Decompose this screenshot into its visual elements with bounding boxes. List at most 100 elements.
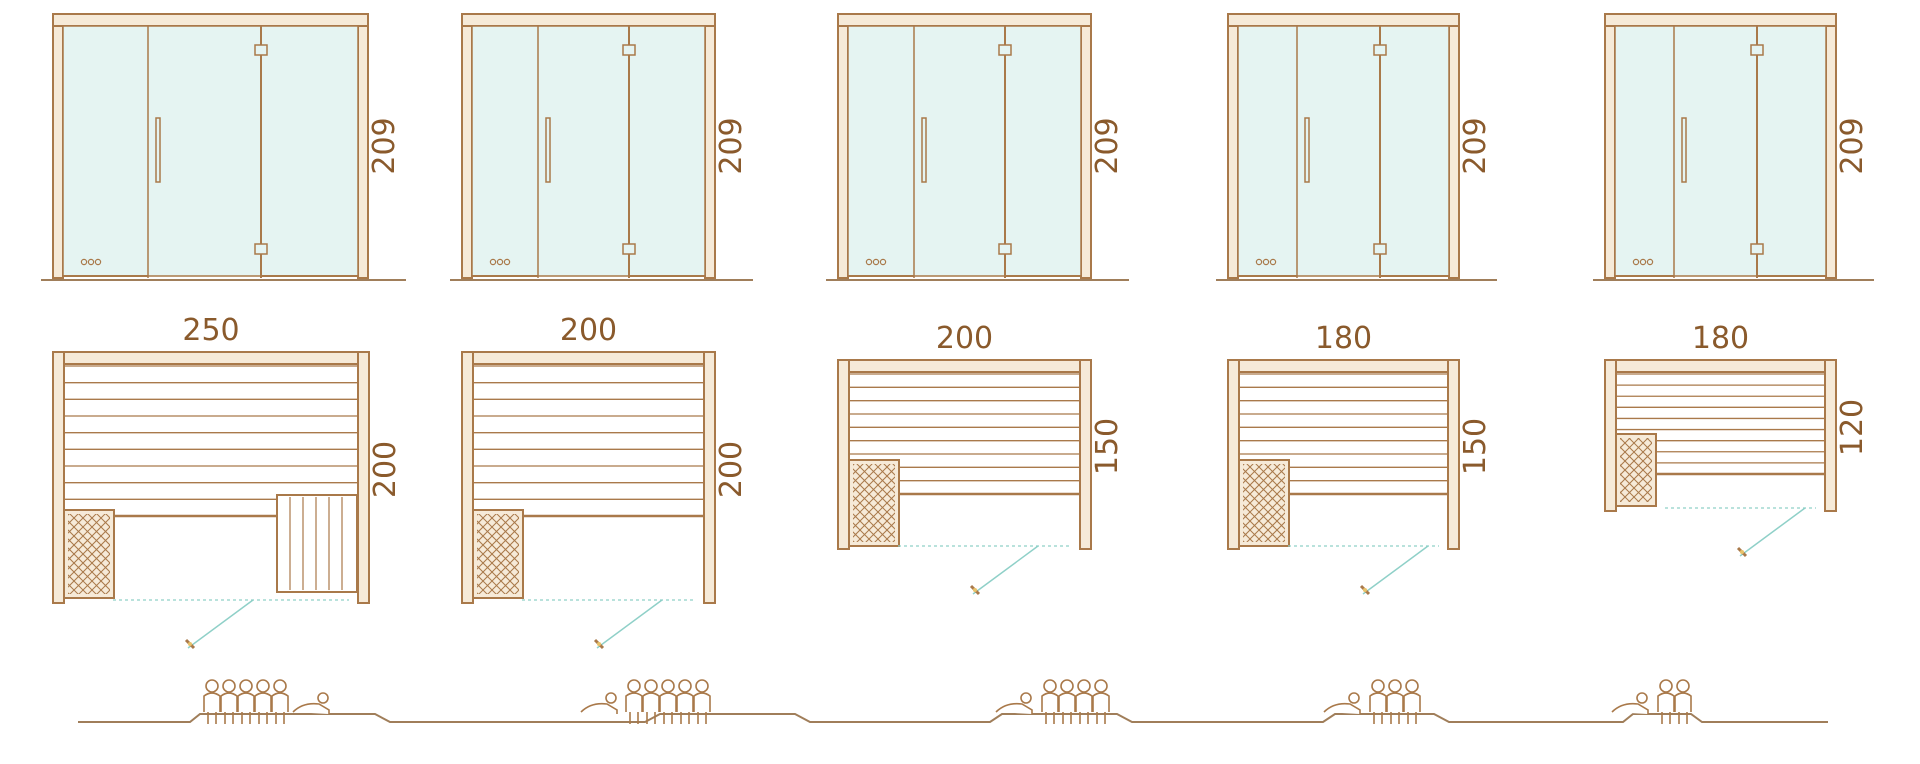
door-handle: [155, 117, 161, 183]
grid-line: [1243, 464, 1281, 502]
torso: [1092, 692, 1110, 712]
torso: [659, 692, 677, 712]
grid-line: [1620, 438, 1640, 458]
grid-line: [1243, 513, 1272, 542]
reclining-person-icon: [1323, 692, 1361, 714]
left-post: [837, 13, 849, 279]
grid-line: [1670, 434, 1742, 506]
grid-line: [529, 510, 617, 598]
door-swing: [1362, 545, 1429, 595]
torso: [1657, 692, 1675, 712]
lamp-icon: [593, 638, 605, 650]
grid-line: [120, 510, 208, 598]
grid-line: [1333, 460, 1419, 546]
door-swing: [187, 599, 254, 649]
body: [1611, 702, 1649, 714]
grid-line: [1288, 460, 1374, 546]
grid-line: [592, 510, 680, 598]
grid-line: [477, 517, 519, 561]
seated-people-icon: [580, 679, 711, 724]
head: [1676, 679, 1690, 693]
grid-line: [1369, 460, 1455, 546]
grid-line: [856, 503, 895, 542]
grid-line: [1670, 434, 1742, 506]
width-label: 180: [1692, 321, 1749, 356]
seated-person-icon: [1041, 679, 1059, 724]
grid-line: [496, 571, 519, 594]
grid-line: [1620, 469, 1652, 502]
grid-line: [477, 514, 506, 543]
head: [1636, 692, 1648, 704]
depth-label: 200: [368, 441, 403, 498]
grid-line: [547, 510, 635, 598]
door-swing: [1739, 507, 1806, 557]
control-dot: [94, 258, 102, 266]
control-dot: [87, 258, 95, 266]
door-swing: [596, 599, 663, 649]
grid-line: [1297, 460, 1383, 546]
grid-line: [1661, 434, 1733, 506]
lamp-light: [1740, 550, 1744, 554]
grid-line: [898, 460, 984, 546]
grid-line: [556, 510, 644, 598]
top-beam: [837, 13, 1092, 27]
control-dots-icon: [80, 258, 102, 266]
glass-panel: [1614, 25, 1827, 277]
grid-line: [853, 467, 895, 511]
grid-line: [1246, 464, 1285, 503]
grid-line: [68, 514, 88, 534]
grid-line: [1342, 460, 1428, 546]
head: [1405, 679, 1419, 693]
grid-line: [111, 510, 199, 598]
grid-line: [477, 514, 497, 534]
grid-line: [1715, 434, 1787, 506]
body: [292, 702, 330, 714]
grid-line: [916, 460, 1002, 546]
grid-line: [583, 510, 671, 598]
grid-line: [583, 510, 671, 598]
grid-line: [68, 544, 110, 588]
torso: [1075, 692, 1093, 712]
torso: [254, 692, 272, 712]
control-dots-icon: [1255, 258, 1277, 266]
torso: [220, 692, 238, 712]
control-dot: [1639, 258, 1647, 266]
hinge-icon: [1750, 44, 1764, 56]
grid-line: [192, 510, 280, 598]
grid-line: [1243, 485, 1285, 529]
head: [1371, 679, 1385, 693]
reclining-person-icon: [1611, 692, 1649, 714]
grid-line: [934, 460, 1020, 546]
torso: [1058, 692, 1076, 712]
glass-panel: [471, 25, 706, 277]
grid-line: [192, 510, 280, 598]
lamp-icon: [184, 638, 196, 650]
grid-line: [505, 580, 519, 594]
torso: [203, 692, 221, 712]
grid-line: [1243, 522, 1263, 542]
grid-line: [147, 510, 235, 598]
seating-row: [78, 679, 1828, 724]
control-dot: [1269, 258, 1277, 266]
grid-line: [1264, 521, 1285, 542]
seated-people-icon: [1323, 679, 1421, 724]
grid-line: [78, 514, 110, 546]
seated-person-icon: [203, 679, 221, 724]
head: [205, 679, 219, 693]
head: [605, 692, 617, 704]
bench-slats: [473, 365, 704, 518]
seated-person-icon: [1075, 679, 1093, 724]
left-wall: [52, 351, 65, 604]
grid-line: [1620, 460, 1652, 494]
control-dot: [489, 258, 497, 266]
head: [1077, 679, 1091, 693]
grid-line: [1661, 434, 1733, 506]
torso: [1386, 692, 1404, 712]
height-label: 209: [367, 117, 402, 174]
grid-line: [69, 553, 110, 594]
grid-line: [129, 510, 217, 598]
torso: [1041, 692, 1059, 712]
glass-panel: [62, 25, 359, 277]
